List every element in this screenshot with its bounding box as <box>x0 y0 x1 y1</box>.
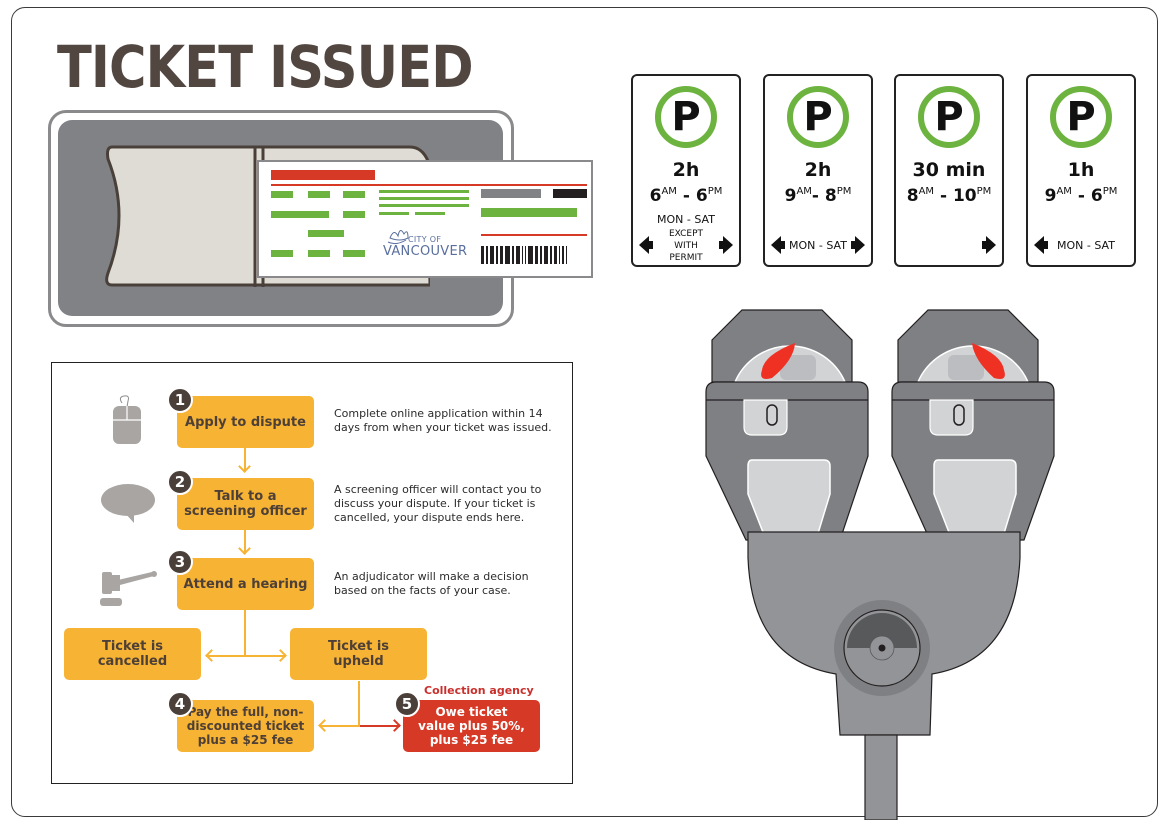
step-4-badge: 4 <box>167 691 193 717</box>
sign-duration: 1h <box>1067 159 1095 181</box>
barcode-icon <box>481 246 567 264</box>
connector <box>358 681 360 726</box>
meter-head-left <box>705 309 869 541</box>
parking-p-icon: P <box>655 86 717 148</box>
sign-days: MON - SAT <box>789 239 847 252</box>
sign-hours: 6AM - 6PM <box>649 186 723 206</box>
parking-sign-2: P 2h 9AM- 8PM MON - SAT <box>763 74 873 267</box>
connector <box>244 530 246 554</box>
ticket-field <box>271 250 293 257</box>
ticket-field <box>343 211 365 218</box>
mouse-icon <box>113 395 141 444</box>
city-logo-flower-icon <box>387 230 409 245</box>
sign-days: MON - SAT <box>657 213 715 226</box>
sign-duration: 30 min <box>912 159 986 181</box>
arrow-left-icon <box>639 236 653 254</box>
ticket-field <box>308 250 330 257</box>
outcome-cancelled-box[interactable]: Ticket is cancelled <box>64 628 201 680</box>
sign-hours: 9AM - 6PM <box>1044 186 1118 206</box>
outcome-cancelled-label: Ticket is cancelled <box>97 639 168 669</box>
arrow-right-icon <box>851 236 865 254</box>
ticket-black-block <box>553 189 587 198</box>
ticket-red-rule <box>481 234 587 236</box>
parking-sign-1: P 2h 6AM - 6PM MON - SAT EXCEPT WITH PER… <box>631 74 741 267</box>
step-3-box[interactable]: Attend a hearing <box>177 558 314 610</box>
parking-p-icon: P <box>1050 86 1112 148</box>
step-1-box[interactable]: Apply to dispute <box>177 396 314 448</box>
parking-meter-illustration <box>705 309 1055 820</box>
outcome-upheld-box[interactable]: Ticket is upheld <box>290 628 427 680</box>
step-1-badge: 1 <box>167 387 193 413</box>
step-2-label: Talk to a screening officer <box>184 489 307 519</box>
connector <box>244 448 246 472</box>
arrow-right-icon <box>719 236 733 254</box>
step-2-description: A screening officer will contact you to … <box>334 483 542 524</box>
parking-p-icon: P <box>787 86 849 148</box>
step-4-label: Pay the full, non-discounted ticket plus… <box>186 705 305 747</box>
sign-duration: 2h <box>804 159 832 181</box>
ticket-text-line <box>415 212 445 215</box>
arrow-left-icon <box>771 236 785 254</box>
step-3-description: An adjudicator will make a decision base… <box>334 570 529 597</box>
connector <box>244 610 246 656</box>
ticket-field <box>308 230 344 237</box>
connector <box>206 655 286 657</box>
ticket-field <box>343 191 365 198</box>
ticket-field <box>271 191 293 198</box>
outcome-upheld-label: Ticket is upheld <box>327 639 390 669</box>
connector <box>320 725 360 727</box>
parking-sign-4: P 1h 9AM - 6PM MON - SAT <box>1026 74 1136 267</box>
step-5-box[interactable]: Owe ticket value plus 50%, plus $25 fee <box>403 700 540 752</box>
gavel-icon <box>100 571 157 606</box>
ticket-field <box>271 211 329 218</box>
ticket-green-bar <box>481 208 577 217</box>
step-5-label: Owe ticket value plus 50%, plus $25 fee <box>418 705 525 747</box>
ticket-rule <box>271 184 587 186</box>
arrow-right-icon <box>982 236 996 254</box>
city-logo-line2: VANCOUVER <box>383 244 468 259</box>
arrow-left-icon <box>1034 236 1048 254</box>
connector-collection <box>360 725 400 727</box>
step-1-description: Complete online application within 14 da… <box>334 407 552 434</box>
sign-duration: 2h <box>672 159 700 181</box>
city-logo-line1: CITY OF <box>408 235 442 244</box>
sign-hours: 9AM- 8PM <box>784 186 852 206</box>
step-1-label: Apply to dispute <box>185 414 306 430</box>
ticket-header-bar <box>271 170 375 180</box>
parking-sign-3: P 30 min 8AM - 10PM <box>894 74 1004 267</box>
step-2-badge: 2 <box>167 469 193 495</box>
step-4-box[interactable]: Pay the full, non-discounted ticket plus… <box>177 700 314 752</box>
collection-agency-label: Collection agency <box>424 684 534 697</box>
page-title: TICKET ISSUED <box>57 33 474 101</box>
ticket-text-line <box>379 190 469 193</box>
step-3-badge: 3 <box>167 549 193 575</box>
meter-head-right <box>891 309 1055 541</box>
ticket-field <box>343 250 365 257</box>
parking-ticket[interactable] <box>257 160 593 278</box>
meter-base <box>747 531 1021 820</box>
sign-note: EXCEPT WITH PERMIT <box>668 229 704 263</box>
ticket-text-line <box>379 212 409 215</box>
speech-bubble-icon <box>101 484 155 523</box>
step-2-box[interactable]: Talk to a screening officer <box>177 478 314 530</box>
step-3-label: Attend a hearing <box>183 576 308 592</box>
ticket-text-line <box>379 204 469 207</box>
parking-p-icon: P <box>918 86 980 148</box>
page-frame <box>11 7 1158 817</box>
sign-hours: 8AM - 10PM <box>906 186 992 206</box>
ticket-field <box>308 191 330 198</box>
ticket-gray-block <box>481 189 541 198</box>
sign-days: MON - SAT <box>1057 239 1115 252</box>
ticket-text-line <box>379 197 469 200</box>
step-5-badge: 5 <box>394 691 420 717</box>
